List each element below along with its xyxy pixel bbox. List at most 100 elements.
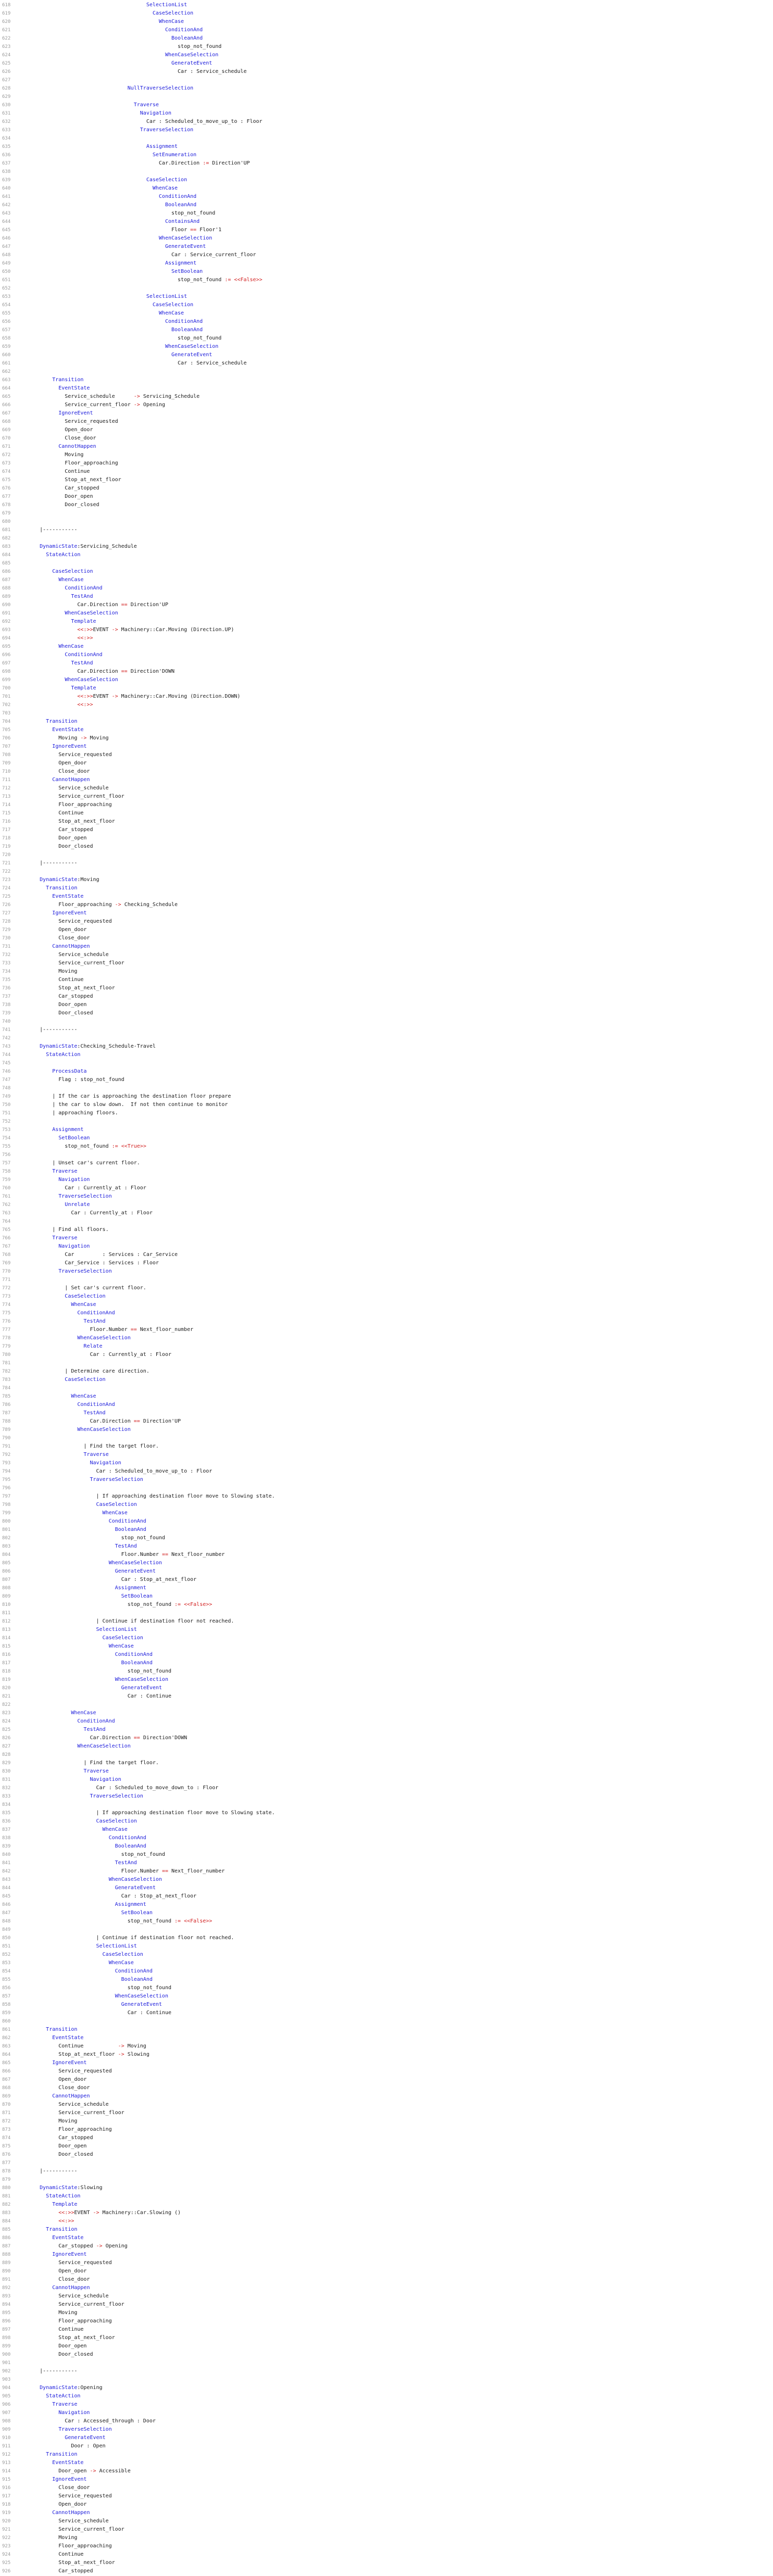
line-text: | Find the target floor. xyxy=(83,1443,159,1449)
code-line: 633 TraverseSelection xyxy=(0,126,773,134)
code-line: 832 Car : Scheduled_to_move_down_to : Fl… xyxy=(0,1784,773,1792)
code-line: 765 | Find all floors. xyxy=(0,1226,773,1234)
line-number: 725 xyxy=(2,894,11,899)
line-number: 914 xyxy=(2,2469,11,2474)
line-number: 836 xyxy=(2,1819,11,1824)
line-number: 826 xyxy=(2,1736,11,1741)
code-line: 618 SelectionList xyxy=(0,1,773,9)
code-line: 877 xyxy=(0,2159,773,2167)
line-number: 848 xyxy=(2,1919,11,1924)
line-text: Car_stopped xyxy=(21,827,93,833)
line-number: 875 xyxy=(2,2144,11,2149)
line-number: 885 xyxy=(2,2227,11,2232)
code-line: 725 EventState xyxy=(0,893,773,901)
line-text: ConditionAnd xyxy=(77,1310,115,1316)
code-line: 771 xyxy=(0,1276,773,1284)
code-line: 907 Navigation xyxy=(0,2409,773,2417)
line-number: 887 xyxy=(2,2244,11,2249)
line-text: IgnoreEvent xyxy=(52,2060,87,2066)
line-text: ConditionAnd xyxy=(158,194,197,199)
line-number: 641 xyxy=(2,194,11,199)
code-line: 839 BooleanAnd xyxy=(0,1842,773,1851)
code-line: 873 Floor_approaching xyxy=(0,2126,773,2134)
line-number: 910 xyxy=(2,2435,11,2441)
code-line: 898 Stop_at_next_floor xyxy=(0,2334,773,2342)
line-text: CaseSelection xyxy=(96,1818,137,1824)
line-text: Floor_approaching xyxy=(21,2543,112,2549)
line-number: 675 xyxy=(2,477,11,483)
code-line: 772 | Set car's current floor. xyxy=(0,1284,773,1292)
line-number: 758 xyxy=(2,1169,11,1174)
line-text: Car_stopped xyxy=(21,485,99,491)
code-line: 909 TraverseSelection xyxy=(0,2426,773,2434)
code-line: 804 Floor.Number == Next_floor_number xyxy=(0,1551,773,1559)
line-text: IgnoreEvent xyxy=(52,744,87,749)
code-line: 683 DynamicState:Servicing_Schedule xyxy=(0,543,773,551)
code-line: 645 Floor == Floor'1 xyxy=(0,226,773,234)
code-line: 774 WhenCase xyxy=(0,1301,773,1309)
line-text: TraverseSelection xyxy=(58,1193,112,1199)
line-text: ConditionAnd xyxy=(77,1402,115,1408)
line-number: 750 xyxy=(2,1102,11,1108)
line-number: 810 xyxy=(2,1602,11,1607)
line-text: Assignment xyxy=(146,144,178,149)
code-line: 925 Stop_at_next_floor xyxy=(0,2559,773,2567)
line-number: 649 xyxy=(2,261,11,266)
line-number: 845 xyxy=(2,1894,11,1899)
line-number: 744 xyxy=(2,1052,11,1058)
line-number: 877 xyxy=(2,2160,11,2166)
line-number: 722 xyxy=(2,869,11,874)
line-number: 724 xyxy=(2,886,11,891)
code-line: 870 Service_schedule xyxy=(0,2101,773,2109)
line-text: DynamicState:Servicing_Schedule xyxy=(40,544,137,549)
line-text: ConditionAnd xyxy=(115,1652,153,1657)
code-line: 651 stop_not_found := <<False>> xyxy=(0,276,773,284)
line-number: 637 xyxy=(2,161,11,166)
code-line: 838 ConditionAnd xyxy=(0,1834,773,1842)
code-line: 922 Moving xyxy=(0,2534,773,2542)
line-text: Stop_at_next_floor xyxy=(21,477,121,483)
code-line: 743 DynamicState:Checking_Schedule-Trave… xyxy=(0,1042,773,1051)
line-number: 718 xyxy=(2,836,11,841)
line-text: Close_door xyxy=(21,2277,90,2282)
line-text: SetEnumeration xyxy=(152,152,197,158)
line-text: Door_open xyxy=(21,835,87,841)
line-number: 881 xyxy=(2,2194,11,2199)
code-line: 895 Moving xyxy=(0,2309,773,2317)
code-line: 625 GenerateEvent xyxy=(0,59,773,68)
line-text: Assignment xyxy=(52,1127,84,1133)
code-line: 879 xyxy=(0,2176,773,2184)
line-text: IgnoreEvent xyxy=(52,2252,87,2257)
code-line: 817 BooleanAnd xyxy=(0,1659,773,1667)
line-text: CannotHappen xyxy=(52,2093,90,2099)
line-text: <<:>>EVENT -> Machinery::Car.Slowing () xyxy=(58,2210,181,2216)
code-line: 749 | If the car is approaching the dest… xyxy=(0,1092,773,1101)
line-text: Door_closed xyxy=(21,502,99,508)
code-line: 661 Car : Service_schedule xyxy=(0,359,773,368)
line-text: StateAction xyxy=(46,2393,81,2399)
code-line: 820 GenerateEvent xyxy=(0,1684,773,1692)
line-text: WhenCaseSelection xyxy=(115,1677,168,1682)
line-text: WhenCase xyxy=(108,1960,134,1966)
line-text: GenerateEvent xyxy=(121,1685,162,1691)
code-line: 778 WhenCaseSelection xyxy=(0,1334,773,1342)
line-number: 638 xyxy=(2,169,11,174)
code-line: 808 Assignment xyxy=(0,1584,773,1592)
code-line: 730 Close_door xyxy=(0,934,773,943)
code-line: 759 Navigation xyxy=(0,1176,773,1184)
code-line: 785 WhenCase xyxy=(0,1392,773,1401)
line-number: 747 xyxy=(2,1077,11,1083)
line-number: 727 xyxy=(2,911,11,916)
code-line: 706 Moving -> Moving xyxy=(0,734,773,743)
line-text: Close_door xyxy=(21,935,90,941)
code-line: 823 WhenCase xyxy=(0,1709,773,1717)
line-number: 699 xyxy=(2,677,11,683)
code-line: 719 Door_closed xyxy=(0,843,773,851)
code-line: 876 Door_closed xyxy=(0,2151,773,2159)
line-number: 686 xyxy=(2,569,11,574)
line-text: |----------- xyxy=(40,860,78,866)
line-text: Car : Scheduled_to_move_up_to : Floor xyxy=(21,119,263,124)
line-number: 752 xyxy=(2,1119,11,1124)
line-number: 705 xyxy=(2,727,11,733)
line-number: 626 xyxy=(2,69,11,74)
